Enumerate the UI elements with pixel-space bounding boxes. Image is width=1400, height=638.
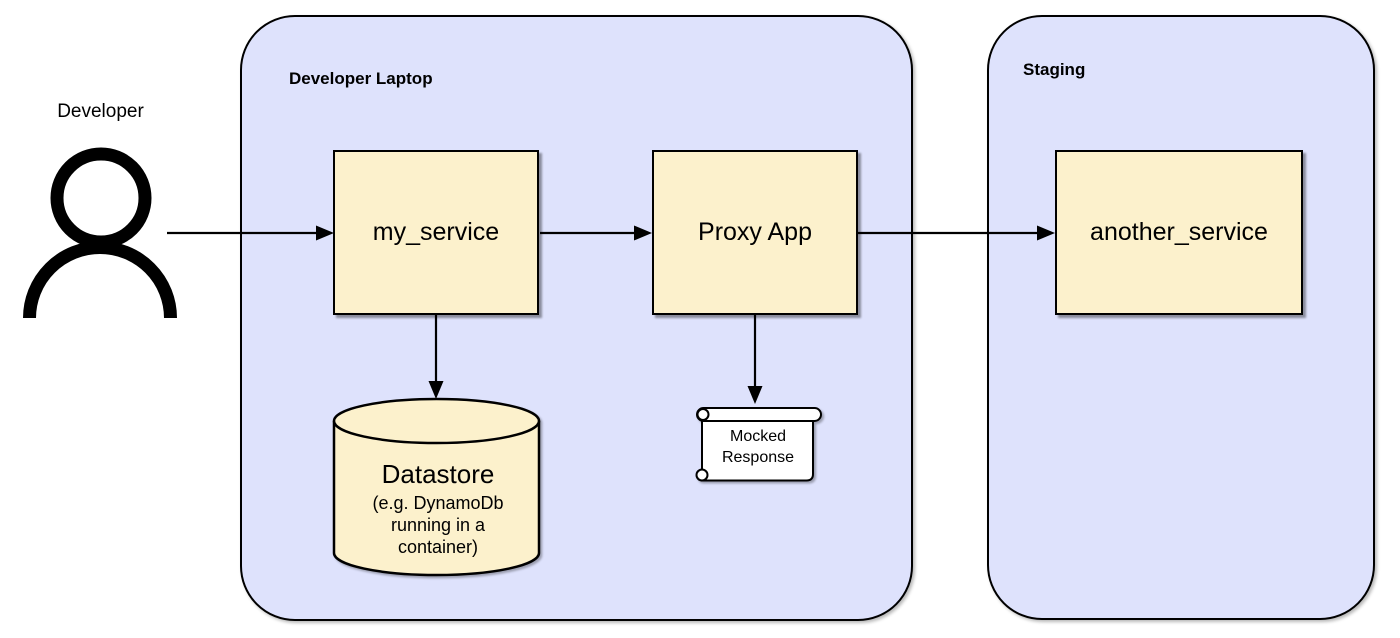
datastore-subtitle: (e.g. DynamoDb running in a container) [372,493,504,557]
datastore-title: Datastore [381,459,495,489]
actor-label: Developer [57,101,144,122]
node-my-service-label: my_service [372,218,500,246]
datastore-cylinder-icon [332,397,541,577]
container-developer-laptop-label: Developer Laptop [289,69,433,88]
mocked-response-scroll-icon [695,407,822,482]
node-proxy-app: Proxy App [652,150,858,315]
container-staging: Staging [987,15,1375,620]
node-my-service: my_service [333,150,539,315]
node-another-service-label: another_service [1090,218,1268,246]
node-proxy-app-label: Proxy App [698,218,812,246]
container-staging-label: Staging [1023,60,1086,79]
mocked-response-label: Mocked Response [721,428,795,466]
person-icon [23,147,177,319]
node-another-service: another_service [1055,150,1303,315]
